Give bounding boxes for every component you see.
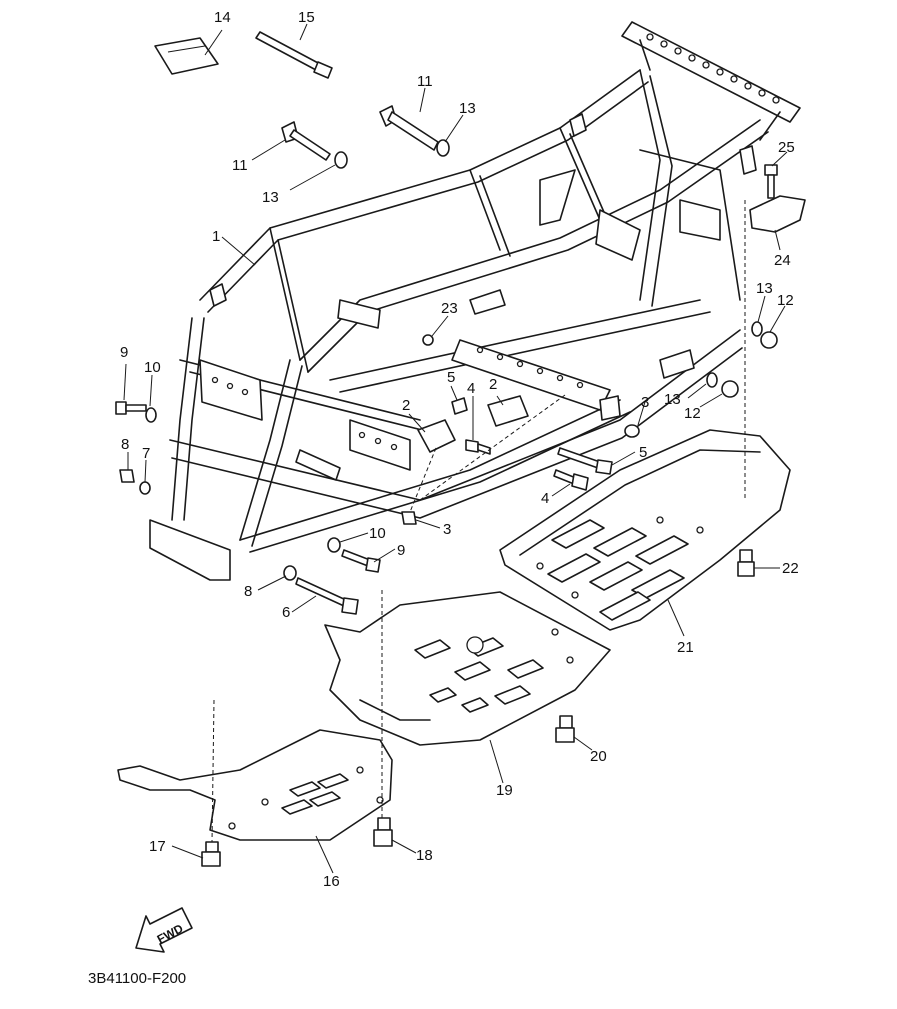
- part-10-washer-right: [327, 537, 341, 553]
- callout-2-left: 2: [402, 397, 410, 414]
- part-10-washer-left: [145, 407, 157, 423]
- part-13-washer-d: [706, 372, 718, 388]
- callout-13-lower: 13: [262, 189, 279, 206]
- callout-11-upper: 11: [417, 73, 433, 90]
- part-13-washer-c: [751, 321, 763, 337]
- callout-4-lower: 4: [541, 490, 549, 507]
- callout-6: 6: [282, 604, 290, 621]
- callout-15: 15: [298, 9, 315, 26]
- part-5-bolt-upper: [451, 397, 468, 415]
- callout-9-left: 9: [120, 344, 128, 361]
- part-22-bolt: [737, 549, 755, 577]
- callout-8-left: 7: [142, 445, 150, 462]
- main-frame: [149, 21, 801, 581]
- part-6-bolt: [295, 577, 359, 615]
- part-20-bolt: [555, 715, 575, 743]
- part-7-nut: [119, 469, 135, 483]
- callout-24: 25: [778, 139, 795, 156]
- part-11-bolt-lower: [281, 121, 331, 161]
- part-13-washer-a: [436, 139, 450, 157]
- part-5-bolt-lower: [557, 447, 613, 475]
- part-16-front-guard: [117, 729, 393, 841]
- callout-11-lower: 11: [232, 157, 248, 174]
- part-14-label: [154, 37, 219, 75]
- callout-12-right: 12: [777, 292, 794, 309]
- callout-4-upper: 4: [467, 380, 475, 397]
- part-24-bolt: [764, 164, 778, 199]
- callout-2-right: 2: [489, 376, 497, 393]
- part-3-nut-lower: [401, 511, 417, 525]
- callout-21: 21: [677, 639, 694, 656]
- part-2-bracket-left: [417, 419, 456, 453]
- callout-25: 23: [441, 300, 458, 317]
- callout-10-right: 10: [369, 525, 386, 542]
- leader-lines: [123, 23, 788, 874]
- callout-20: 20: [590, 748, 607, 765]
- part-12-nut-a: [760, 331, 778, 349]
- part-23-bracket: [749, 195, 806, 233]
- part-8-washer-left: [139, 481, 151, 495]
- part-9-bolt-right: [341, 549, 381, 573]
- callout-1: 1: [212, 228, 220, 245]
- callout-18: 18: [416, 847, 433, 864]
- part-21-rear-guard: [499, 429, 791, 631]
- callout-23: 24: [774, 252, 791, 269]
- callout-5-upper: 5: [447, 369, 455, 386]
- callout-14: 14: [214, 9, 231, 26]
- callout-numbers: 14 15 11 13 11 13 1 25 24 13 12 23 9 10 …: [120, 9, 799, 890]
- callout-22: 22: [782, 560, 799, 577]
- fwd-arrow: FWD: [135, 907, 193, 953]
- callout-17: 17: [149, 838, 166, 855]
- part-11-bolt-upper: [379, 105, 439, 151]
- part-25-clip: [422, 334, 434, 346]
- callout-3-lower: 3: [443, 521, 451, 538]
- part-3-nut-upper: [624, 424, 640, 438]
- callout-5-lower: 5: [639, 444, 647, 461]
- callout-10-left: 10: [144, 359, 161, 376]
- callout-7: 8: [121, 436, 129, 453]
- part-13-washer-b: [334, 151, 348, 169]
- callout-9-right: 9: [397, 542, 405, 559]
- part-8-washer-right: [283, 565, 297, 581]
- part-15-tool: [255, 31, 333, 79]
- part-4-bolt-upper: [465, 439, 491, 455]
- callout-8-right: 8: [244, 583, 252, 600]
- part-4-bolt-lower: [553, 469, 589, 491]
- callout-13-mid: 13: [664, 391, 681, 408]
- callout-12-mid: 12: [684, 405, 701, 422]
- callout-3-upper: 3: [641, 394, 649, 411]
- callout-19: 19: [496, 782, 513, 799]
- diagram-code: 3B41100-F200: [88, 970, 186, 987]
- part-17-bolt: [201, 841, 221, 867]
- part-9-bolt-left: [115, 401, 147, 415]
- callout-16: 16: [323, 873, 340, 890]
- part-2-bracket-right: [487, 395, 529, 427]
- part-12-nut-b: [721, 380, 739, 398]
- part-19-middle-guard: [324, 591, 611, 746]
- callout-13-upper: 13: [459, 100, 476, 117]
- callout-13-right: 13: [756, 280, 773, 297]
- part-18-bolt: [373, 817, 393, 847]
